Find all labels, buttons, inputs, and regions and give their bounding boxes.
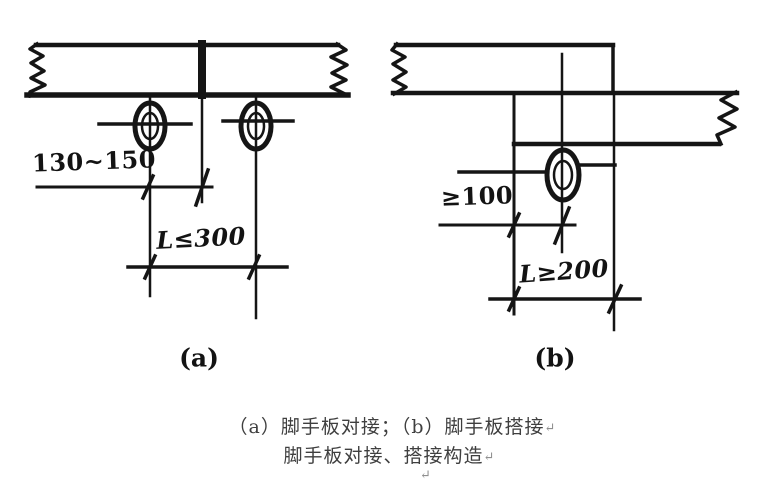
dimension-line-100 <box>438 205 577 246</box>
coupler-icon <box>238 100 274 152</box>
dimension-line-130-150 <box>35 167 214 208</box>
dim-label-L300: L≤300 <box>155 221 247 255</box>
board-break-mark-right <box>329 41 350 98</box>
paragraph-return-icon: ↵ <box>483 450 495 465</box>
coupler-icon <box>544 147 582 203</box>
diagram-a-butt-joint <box>24 40 351 320</box>
caption-line-2-text: 脚手板对接、搭接构造 <box>283 445 484 467</box>
scaffold-board-b-upper <box>390 41 616 97</box>
dim-label-130-150: 130~150 <box>31 144 157 178</box>
paragraph-return-icon: ↵ <box>544 421 556 436</box>
coupler-icon <box>132 100 168 152</box>
scaffold-board-b-lower <box>390 89 740 147</box>
subfigure-label-a: (a) <box>179 343 219 373</box>
paragraph-return-icon: ↵ <box>420 468 431 483</box>
dimension-line-L200 <box>488 283 642 315</box>
caption-line-1: （a）脚手板对接；（b）脚手板搭接↵ <box>229 412 556 439</box>
dim-label-100: ≥100 <box>440 180 514 212</box>
diagram-b-lap-joint <box>390 41 740 332</box>
dimension-line-L300 <box>126 253 289 281</box>
board-break-mark-left <box>390 41 408 97</box>
board-break-mark-right <box>715 89 739 147</box>
board-break-mark-left <box>26 41 47 99</box>
scaffold-board-a <box>24 40 351 99</box>
caption-line-2: 脚手板对接、搭接构造↵ <box>284 441 495 468</box>
caption-line-1-text: （a）脚手板对接；（b）脚手板搭接 <box>228 416 545 438</box>
subfigure-label-b: (b) <box>534 343 576 373</box>
